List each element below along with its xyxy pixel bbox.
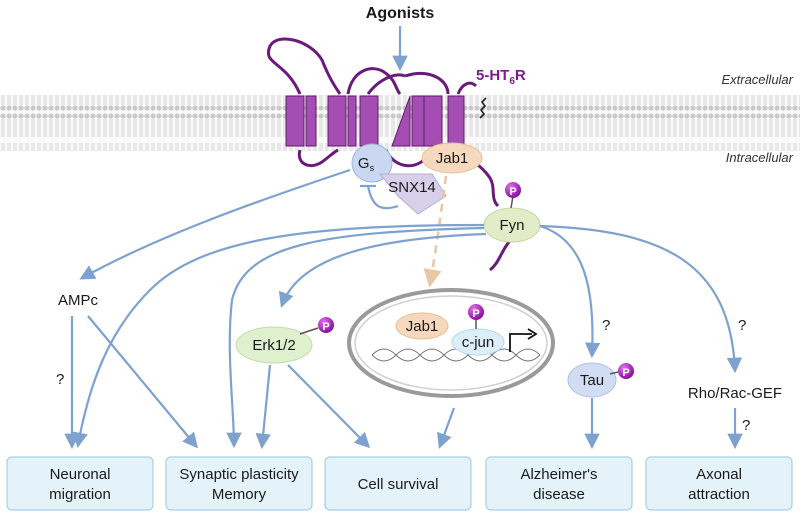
- outcome-cell-survival: Cell survival: [324, 456, 472, 511]
- erk-phospho-label: P: [322, 321, 329, 333]
- fyn-to-synaptic-arrow: [226, 226, 485, 449]
- gs-to-ampc-arrow: [79, 168, 351, 280]
- jab1-membrane: [421, 142, 483, 174]
- outcome-line1: Neuronal: [50, 466, 111, 483]
- ampc-question-mark: ?: [56, 371, 64, 388]
- erk-to-synaptic-arrow: [255, 364, 272, 450]
- receptor-label: 5-HT6R: [476, 67, 526, 87]
- jab1-translocation-arrow: [423, 175, 448, 288]
- outcome-line1: Cell survival: [358, 476, 439, 493]
- outcome-line1: Axonal: [696, 466, 742, 483]
- tau-label: Tau: [580, 372, 604, 389]
- outcome-line1: Synaptic plasticity: [179, 466, 299, 483]
- tau-question-mark: ?: [602, 317, 610, 334]
- outcome-line2: migration: [49, 486, 111, 503]
- rho-rac-gef-label: Rho/Rac-GEF: [688, 385, 782, 402]
- outcome-line1: Alzheimer's: [520, 466, 597, 483]
- erk-label: Erk1/2: [252, 337, 295, 354]
- ampc-label: AMPc: [58, 292, 99, 309]
- erk-phospho: [318, 317, 334, 333]
- extracellular-label: Extracellular: [721, 72, 793, 87]
- erk-protein: [235, 326, 313, 364]
- agonists-label: Agonists: [366, 5, 435, 22]
- cjun-phospho-label: P: [472, 308, 479, 320]
- tau-phospho: [618, 363, 634, 379]
- fyn-label: Fyn: [499, 217, 524, 234]
- jab1-membrane-label: Jab1: [436, 150, 469, 167]
- outcome-line2: Memory: [212, 486, 267, 503]
- jab1-nuclear: [395, 312, 449, 340]
- gs-label: Gs: [358, 155, 375, 173]
- transcription-arrow: [509, 333, 532, 352]
- outcome-synaptic-plasticity: Synaptic plasticity Memory: [165, 456, 313, 511]
- tau-protein: [567, 362, 617, 398]
- snx14-label: SNX14: [388, 179, 436, 196]
- fyn-to-tau-arrow: [539, 224, 601, 359]
- outcome-line2: attraction: [688, 486, 750, 503]
- fyn-phospho: [505, 182, 521, 198]
- fyn-to-rho-arrow: [539, 224, 743, 374]
- fyn-to-erk-arrow: [278, 232, 487, 308]
- tau-phospho-label: P: [622, 367, 629, 379]
- nucleus: [347, 288, 555, 398]
- rho-question-mark: ?: [738, 317, 746, 334]
- outcome-axonal-attraction: Axonal attraction: [645, 456, 793, 511]
- outcome-alzheimers-disease: Alzheimer's disease: [485, 456, 633, 511]
- intracellular-label: Intracellular: [726, 150, 794, 165]
- outcome-line2: disease: [533, 486, 585, 503]
- cjun-phospho: [468, 304, 484, 320]
- outcome-neuronal-migration: Neuronal migration: [6, 456, 154, 511]
- rho-gef-question-mark: ?: [742, 417, 750, 434]
- snx14-protein: [378, 173, 447, 215]
- cjun-protein: [451, 328, 505, 356]
- cjun-label: c-jun: [462, 334, 495, 351]
- nucleus-to-survival-arrow: [437, 407, 456, 449]
- fyn-to-migration-arrow: [72, 223, 485, 449]
- jab1-nuclear-label: Jab1: [406, 318, 439, 335]
- fyn-phospho-label: P: [509, 186, 516, 198]
- snx14-inhibition: [366, 185, 399, 210]
- erk-to-survival-arrow: [287, 364, 371, 449]
- ampc-to-synaptic-arrow: [87, 315, 198, 449]
- gs-protein: [351, 143, 393, 183]
